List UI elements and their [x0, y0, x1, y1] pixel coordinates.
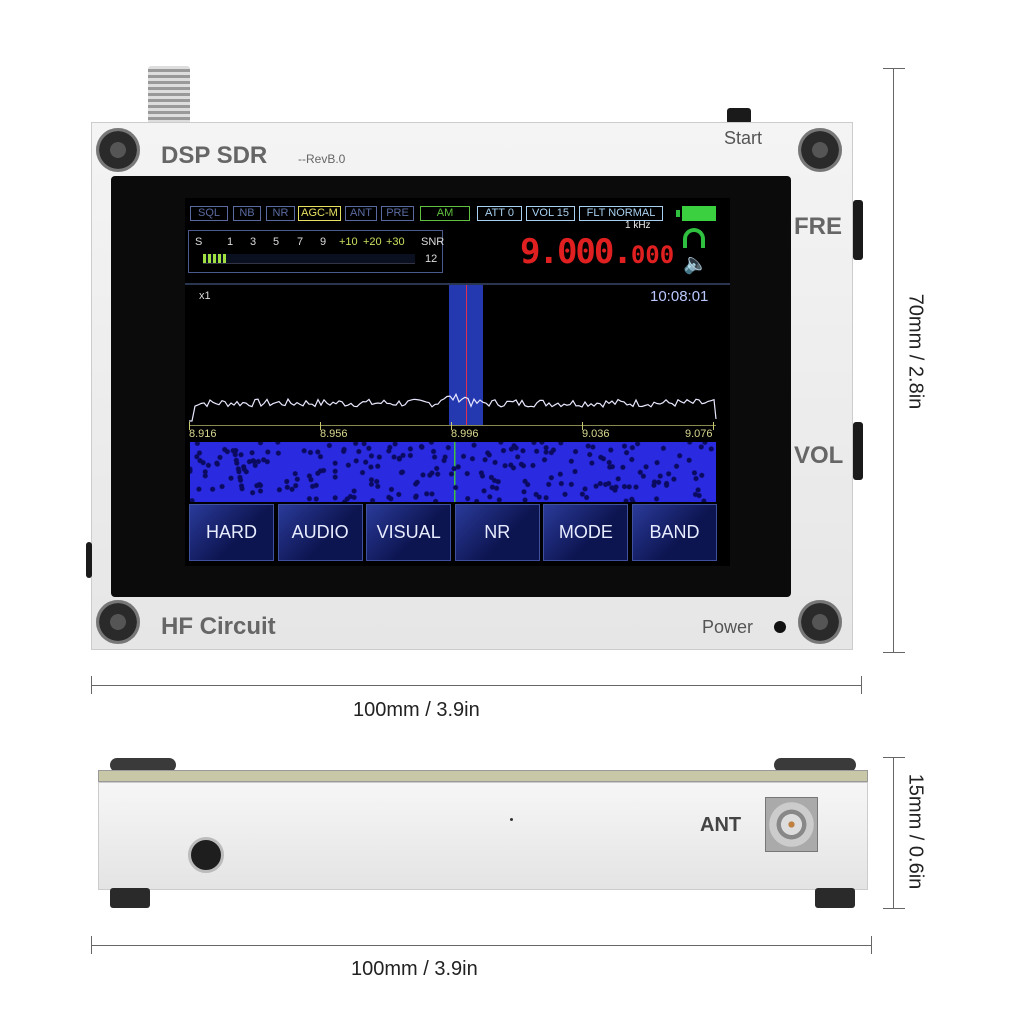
function-button-visual[interactable]: VISUAL: [366, 504, 452, 561]
foot: [815, 888, 855, 908]
frequency-display: 9.000.000: [520, 232, 675, 272]
spectrum-plot[interactable]: [185, 285, 730, 425]
screw-icon: [96, 600, 140, 644]
axis-tick: [451, 422, 452, 430]
zoom-label: x1: [199, 290, 211, 302]
s-meter: S 1 3 5 7 9 +10 +20 +30 SNR 12: [188, 230, 445, 273]
power-led: [774, 621, 786, 633]
screw-icon: [96, 128, 140, 172]
status-button-vol-15[interactable]: VOL 15: [526, 206, 575, 221]
dim-tick: [91, 676, 92, 694]
maker-label: HF Circuit: [161, 613, 276, 640]
dim-tick: [883, 908, 905, 909]
dim-tick: [883, 68, 905, 69]
dim-tick: [871, 936, 872, 954]
foot: [110, 888, 150, 908]
step-label: 1 kHz: [625, 220, 651, 231]
start-label: Start: [724, 128, 763, 148]
snr-value: 12: [425, 253, 438, 265]
screw-icon: [798, 128, 842, 172]
status-button-am[interactable]: AM: [420, 206, 470, 221]
mic-hole: [510, 818, 513, 821]
s-scale-tick: +20: [363, 236, 382, 248]
side-top-knobs: [110, 758, 176, 772]
axis-tick-label: 8.956: [320, 428, 348, 440]
waterfall: [190, 442, 716, 502]
depth-label: 15mm / 0.6in: [904, 773, 927, 890]
antenna-connector: [148, 66, 190, 124]
width-dimension-line: [91, 685, 862, 686]
status-button-nb[interactable]: NB: [233, 206, 261, 221]
headphone-icon[interactable]: [683, 228, 705, 248]
screw-icon: [798, 600, 842, 644]
dim-tick: [861, 676, 862, 694]
status-button-flt-normal[interactable]: FLT NORMAL: [579, 206, 663, 221]
function-button-band[interactable]: BAND: [632, 504, 717, 561]
height-dimension-line: [893, 68, 894, 652]
function-button-nr[interactable]: NR: [454, 504, 540, 561]
status-button-pre[interactable]: PRE: [381, 206, 414, 221]
axis-tick-label: 8.996: [451, 428, 479, 440]
clock: 10:08:01: [650, 288, 709, 305]
status-button-nr[interactable]: NR: [266, 206, 295, 221]
freq-axis: [189, 425, 716, 426]
power-label: Power: [702, 617, 754, 637]
spectrum-trace: [189, 392, 717, 422]
status-button-ant[interactable]: ANT: [345, 206, 377, 221]
status-button-att-0[interactable]: ATT 0: [477, 206, 522, 221]
s-scale-tick: S: [195, 236, 203, 248]
vol-knob[interactable]: [853, 422, 863, 480]
function-button-mode[interactable]: MODE: [543, 504, 629, 561]
dim-tick: [883, 652, 905, 653]
fre-label: FRE: [794, 213, 842, 240]
side-width-dimension-line: [91, 945, 872, 946]
s-scale-tick: 7: [297, 236, 304, 248]
axis-tick-label: 9.076: [685, 428, 713, 440]
s-scale-tick: 5: [273, 236, 280, 248]
axis-tick: [582, 422, 583, 430]
ant-label: ANT: [700, 814, 742, 836]
vol-label: VOL: [794, 442, 844, 469]
revision-label: --RevB.0: [298, 152, 346, 166]
s-meter-bar: [203, 254, 415, 264]
battery-icon: [676, 206, 716, 221]
height-label: 70mm / 2.8in: [904, 293, 927, 410]
speaker-icon[interactable]: 🔈: [683, 253, 708, 275]
side-top-knobs: [774, 758, 856, 772]
side-width-label: 100mm / 3.9in: [351, 958, 478, 980]
start-button[interactable]: [727, 108, 751, 124]
ant-connector[interactable]: [765, 797, 818, 852]
fre-knob[interactable]: [853, 200, 863, 260]
function-button-audio[interactable]: AUDIO: [277, 504, 363, 561]
axis-tick-label: 9.036: [582, 428, 610, 440]
snr-label: SNR: [421, 236, 445, 248]
status-button-sql[interactable]: SQL: [190, 206, 228, 221]
brand-label: DSP SDR: [161, 142, 268, 169]
axis-tick: [320, 422, 321, 430]
function-button-hard[interactable]: HARD: [189, 504, 274, 561]
side-button[interactable]: [188, 837, 224, 873]
divider: [185, 283, 730, 285]
axis-tick-label: 8.916: [189, 428, 217, 440]
s-scale-tick: 9: [320, 236, 327, 248]
s-scale-tick: +30: [386, 236, 405, 248]
dim-tick: [883, 757, 905, 758]
axis-tick: [713, 422, 714, 430]
side-pcb: [98, 770, 868, 782]
tuning-line: [466, 285, 467, 425]
s-scale-tick: 1: [227, 236, 234, 248]
axis-tick: [189, 422, 190, 430]
depth-dimension-line: [893, 757, 894, 908]
width-label: 100mm / 3.9in: [353, 699, 480, 721]
status-button-agc-m[interactable]: AGC-M: [298, 206, 341, 221]
side-switch[interactable]: [86, 542, 92, 578]
dim-tick: [91, 936, 92, 954]
device-side-body: [98, 782, 868, 890]
s-scale-tick: 3: [250, 236, 257, 248]
s-scale-tick: +10: [339, 236, 358, 248]
